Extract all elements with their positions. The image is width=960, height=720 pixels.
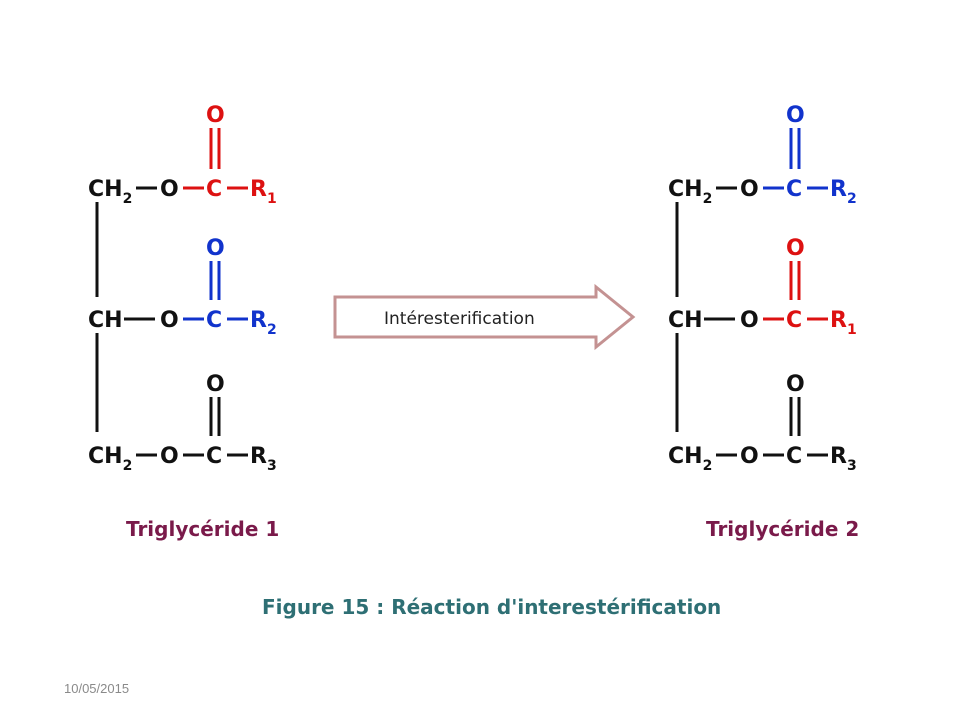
ester-row-1: CH2 O C R1 O [88, 103, 277, 207]
carbon-label: C [786, 308, 802, 333]
oxygen-label: O [740, 177, 759, 202]
r-group-label: R3 [250, 444, 277, 474]
carbon-label: C [786, 444, 802, 469]
r-group-label: R2 [250, 308, 277, 338]
carbon-label: C [206, 177, 222, 202]
oxygen-label: O [160, 444, 179, 469]
ester-row-3: CH2 O C R3 O [668, 372, 857, 474]
carbonyl-oxygen-label: O [786, 236, 805, 261]
ch2-label: CH2 [668, 177, 712, 207]
ch2-label: CH2 [668, 444, 712, 474]
carbon-label: C [206, 308, 222, 333]
arrow-shape [333, 283, 636, 351]
carbonyl-oxygen-label: O [206, 103, 225, 128]
r-group-label: R1 [830, 308, 857, 338]
ch2-label: CH2 [88, 444, 132, 474]
oxygen-label: O [740, 444, 759, 469]
carbonyl-oxygen-label: O [786, 372, 805, 397]
ester-row-2: CH O C R2 O [88, 236, 277, 338]
carbon-label: C [786, 177, 802, 202]
oxygen-label: O [160, 177, 179, 202]
r-group-label: R1 [250, 177, 277, 207]
figure-caption: Figure 15 : Réaction d'interestérificati… [262, 595, 721, 619]
triglyceride-1-structure: CH2 O C R1 O CH O C R2 O CH2 [88, 103, 277, 474]
reaction-arrow: Intéresterification [333, 283, 636, 351]
caption-triglyceride-1: Triglycéride 1 [126, 517, 279, 541]
oxygen-label: O [740, 308, 759, 333]
ch2-label: CH2 [88, 177, 132, 207]
r-group-label: R3 [830, 444, 857, 474]
oxygen-label: O [160, 308, 179, 333]
triglyceride-2-structure: CH2 O C R2 O CH O C R1 O CH2 [668, 103, 857, 474]
ester-row-3: CH2 O C R3 O [88, 372, 277, 474]
carbon-label: C [206, 444, 222, 469]
caption-triglyceride-2: Triglycéride 2 [706, 517, 859, 541]
ch-label: CH [668, 308, 703, 333]
carbonyl-oxygen-label: O [206, 236, 225, 261]
ester-row-2: CH O C R1 O [668, 236, 857, 338]
ester-row-1: CH2 O C R2 O [668, 103, 857, 207]
footer-date: 10/05/2015 [64, 681, 130, 696]
carbonyl-oxygen-label: O [206, 372, 225, 397]
r-group-label: R2 [830, 177, 857, 207]
ch-label: CH [88, 308, 123, 333]
carbonyl-oxygen-label: O [786, 103, 805, 128]
arrow-label: Intéresterification [384, 309, 535, 329]
